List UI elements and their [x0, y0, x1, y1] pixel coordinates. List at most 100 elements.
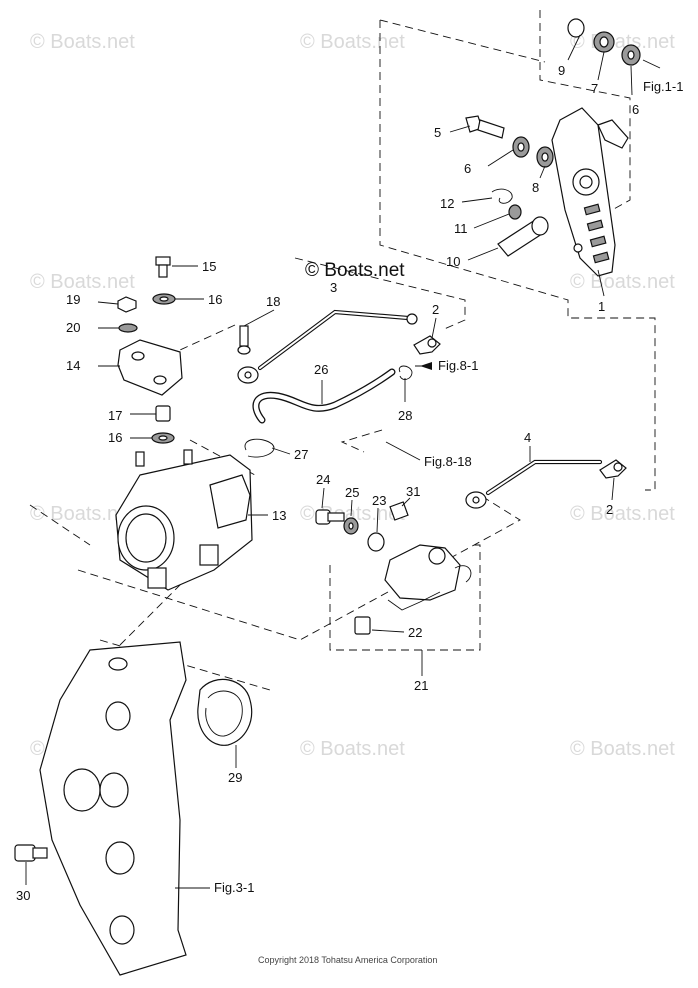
- callout-29: 29: [228, 770, 242, 785]
- callout-3: 3: [330, 280, 337, 295]
- part-7-bushing-hole: [599, 36, 609, 48]
- leader-1: [597, 269, 605, 297]
- part-3-rod-end-hole: [244, 371, 252, 379]
- throttle-body-foot: [199, 544, 219, 566]
- part-23-collar: [367, 532, 385, 552]
- part-29-gasket: [197, 678, 253, 746]
- link-rod-4: [465, 459, 603, 509]
- part-27-clamp: [244, 438, 275, 458]
- leader-10: [467, 247, 499, 261]
- callout-7: 7: [591, 81, 598, 96]
- callout-24: 24: [316, 472, 330, 487]
- cylinder-bore: [105, 701, 131, 731]
- copyright-text: Copyright 2018 Tohatsu America Corporati…: [258, 955, 437, 965]
- callout-13: 13: [272, 508, 286, 523]
- watermark: © Boats.net: [30, 503, 135, 525]
- fig-ref-8-1: Fig.8-1: [438, 358, 478, 373]
- callout-17: 17: [108, 408, 122, 423]
- callout-21: 21: [414, 678, 428, 693]
- watermark: © Boats.net: [570, 738, 675, 760]
- gasket-inner: [205, 690, 243, 737]
- callout-5: 5: [434, 125, 441, 140]
- part-17-collar: [155, 405, 171, 422]
- watermark: © Boats.net: [570, 271, 675, 293]
- leader-22: [371, 629, 405, 633]
- sensor-assembly-shaft: [428, 547, 446, 565]
- callout-6: 6: [464, 161, 471, 176]
- link-joint-parts: [491, 188, 549, 257]
- watermark-main: © Boats.net: [305, 260, 405, 281]
- part-30-bolt-shank: [32, 847, 48, 859]
- callout-labels: 9 7 6 5 6 8 12 11 10 1 15 16 19 20 14 17…: [16, 63, 639, 903]
- callout-30: 30: [16, 888, 30, 903]
- cylinder-bore: [105, 841, 135, 875]
- leader-19: [97, 301, 119, 305]
- callout-23: 23: [372, 493, 386, 508]
- fig1-1-bushings: [567, 18, 641, 66]
- throttle-arm-pivot-hole: [579, 175, 593, 189]
- cylinder-block: [14, 641, 187, 976]
- clips-2: [413, 335, 627, 479]
- leader-9: [567, 34, 581, 61]
- callout-2: 2: [432, 302, 439, 317]
- part-24-screw-shank: [327, 512, 345, 522]
- cylinder-bore: [63, 768, 101, 812]
- throttle-arm-slot: [583, 203, 601, 216]
- throttle-body-nipple: [183, 449, 193, 465]
- part-3-rod-end-right: [406, 313, 418, 325]
- part-4-rod-end-hole: [472, 496, 480, 504]
- callout-16: 16: [108, 430, 122, 445]
- part-6-washer-hole: [517, 142, 525, 152]
- leader-27: [271, 447, 291, 455]
- outline-sensor-assy: [329, 544, 481, 651]
- part-26-hose-core: [253, 369, 395, 423]
- throttle-body-foot: [147, 567, 167, 589]
- part-16-washer-hole: [158, 435, 168, 441]
- sensor-assembly-body: [384, 544, 461, 601]
- leader-7: [597, 51, 605, 81]
- outline-top: [379, 19, 546, 63]
- part-28-clip: [398, 365, 413, 380]
- part-4-rod-core: [487, 461, 601, 494]
- throttle-arm-slot: [592, 251, 610, 264]
- fig-ref-1-1: Fig.1-1: [643, 79, 683, 94]
- part-8-washer-hole: [541, 152, 549, 162]
- leader-5: [449, 125, 471, 133]
- callout-19: 19: [66, 292, 80, 307]
- outline-throttle-arm: [379, 20, 656, 491]
- part-9-collar: [567, 18, 585, 38]
- leader-2a: [431, 317, 437, 339]
- leader-2b: [611, 477, 615, 501]
- part-20-washer: [118, 323, 138, 333]
- leader-11: [473, 213, 510, 229]
- part-14-bracket-hole: [153, 375, 167, 385]
- watermark: © Boats.net: [570, 31, 675, 53]
- part-31-gasket: [389, 501, 409, 521]
- arrow-icon: [420, 362, 432, 370]
- leader-25: [350, 499, 353, 517]
- callout-22: 22: [408, 625, 422, 640]
- part-15-bolt-shank: [158, 264, 168, 278]
- part-30-bolt-head: [14, 844, 36, 862]
- part-16-washer-top-hole: [159, 296, 169, 302]
- outline-fig1-1: [539, 10, 631, 211]
- part-6-washer-top-hole: [627, 50, 635, 60]
- cylinder-bore: [99, 772, 129, 808]
- leader-8: [539, 165, 546, 179]
- callout-18: 18: [266, 294, 280, 309]
- throttle-body-nipple: [135, 451, 145, 467]
- hose-assembly: [244, 365, 413, 458]
- throttle-arm-slot: [589, 235, 607, 248]
- watermark: © Boats.net: [300, 31, 405, 53]
- throttle-body-flange: [209, 474, 251, 529]
- part-2-clip-upper-hole: [427, 338, 437, 348]
- part-1-throttle-arm: [551, 107, 629, 277]
- callout-26: 26: [314, 362, 328, 377]
- fig-ref-3-1: Fig.3-1: [214, 880, 254, 895]
- leader-18: [243, 309, 275, 327]
- part-3-rod: [257, 309, 411, 371]
- callout-25: 25: [345, 485, 359, 500]
- assembly-outlines: [29, 10, 656, 691]
- fig-ref-8-18: Fig.8-18: [424, 454, 472, 469]
